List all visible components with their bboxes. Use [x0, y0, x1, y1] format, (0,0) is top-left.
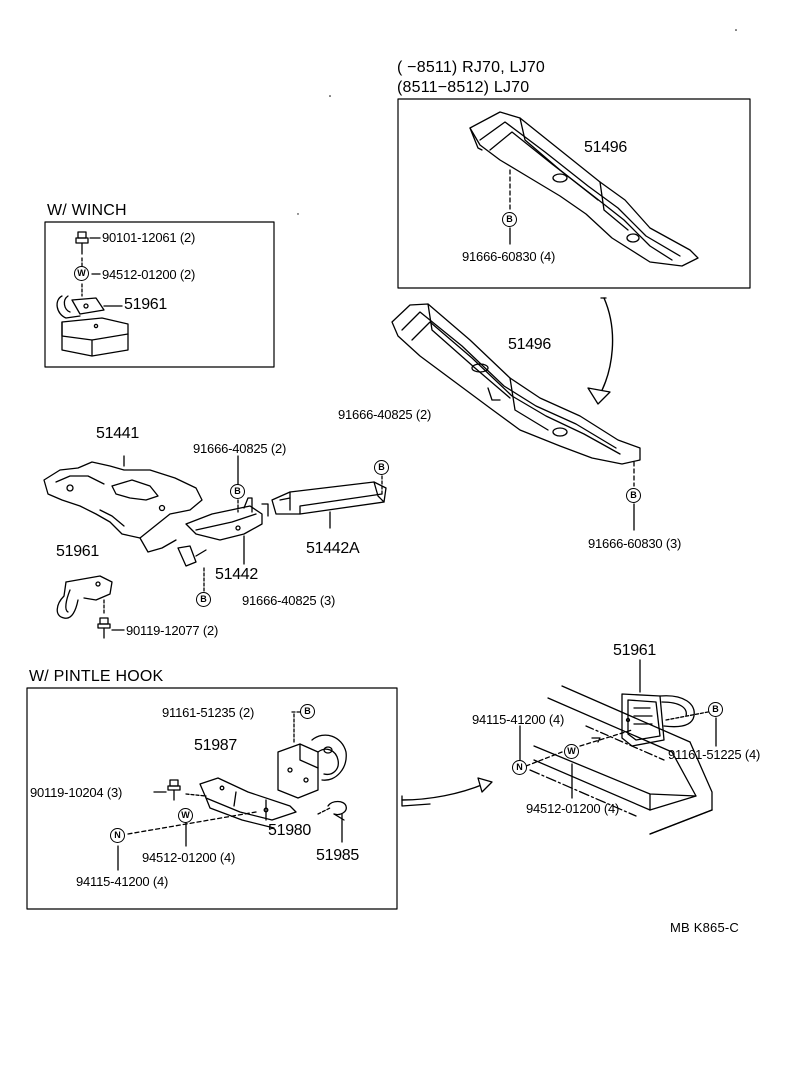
washer-symbol: W [564, 744, 579, 759]
box-pintle-hook [26, 687, 398, 910]
bolt-symbol: B [626, 488, 641, 503]
header-winch: W/ WINCH [47, 202, 127, 219]
leader-dash [579, 729, 633, 747]
header-top-variant-line2: (8511−8512) LJ70 [397, 79, 530, 96]
part-label-51980: 51980 [268, 822, 311, 839]
part-label-51961-winch: 51961 [124, 296, 167, 313]
part-label-91666-40825-3: 91666-40825 (3) [242, 593, 336, 608]
part-label-51961-right: 51961 [613, 642, 656, 659]
part-label-94512-01200-4a: 94512-01200 (4) [142, 850, 236, 865]
header-pintle-hook: W/ PINTLE HOOK [29, 668, 164, 685]
bolt-symbol: B [230, 484, 245, 499]
part-label-91666-40825-b: 91666-40825 (2) [338, 407, 432, 422]
part-label-51985: 51985 [316, 847, 359, 864]
box-top-variant [397, 98, 751, 289]
part-label-91666-60830-3: 91666-60830 (3) [588, 536, 682, 551]
leader-dash [525, 751, 563, 767]
bracket-51441 [43, 455, 203, 553]
part-label-94512-01200-4b: 94512-01200 (4) [526, 801, 620, 816]
bolt-symbol: B [374, 460, 389, 475]
part-label-91666-60830-4: 91666-60830 (4) [462, 249, 556, 264]
bolt-symbol: B [502, 212, 517, 227]
bracket-51442a [271, 481, 387, 515]
bolt-symbol: B [300, 704, 315, 719]
bolt-symbol: B [708, 702, 723, 717]
part-label-51496-main: 51496 [508, 336, 551, 353]
pintle-hook-parts [117, 711, 347, 871]
part-label-91161-51235: 91161-51235 (2) [162, 705, 255, 720]
tow-hook-51961-right [621, 659, 709, 747]
arrow-variant-head [587, 387, 611, 405]
part-label-51442: 51442 [215, 566, 258, 583]
part-label-91161-51225: 91161-51225 (4) [668, 747, 761, 762]
tow-hook-51961 [56, 575, 125, 639]
nut-symbol: N [512, 760, 527, 775]
header-top-variant-line1: ( −8511) RJ70, LJ70 [397, 59, 546, 76]
part-label-51442a: 51442A [306, 540, 360, 557]
diagram-code: MB K865-C [670, 920, 739, 935]
washer-symbol: W [74, 266, 89, 281]
arrow-variant-curve [597, 297, 614, 399]
part-label-94115-41200-4a: 94115-41200 (4) [76, 874, 169, 889]
part-label-94115-41200-4b: 94115-41200 (4) [472, 712, 565, 727]
part-label-90119-10204: 90119-10204 (3) [30, 785, 123, 800]
part-label-94512-01200-2: 94512-01200 (2) [102, 267, 196, 282]
crossmember-51496-top [469, 111, 699, 267]
part-label-51441: 51441 [96, 425, 139, 442]
part-label-90101-12061: 90101-12061 (2) [102, 230, 196, 245]
part-label-90119-12077: 90119-12077 (2) [126, 623, 219, 638]
frame-detail [529, 685, 713, 835]
part-label-51987: 51987 [194, 737, 237, 754]
arrow-pintle [401, 783, 485, 801]
part-label-51496-top: 51496 [584, 139, 627, 156]
winch-parts [56, 231, 129, 357]
bracket-51442 [177, 497, 269, 567]
stud-mark [591, 737, 601, 743]
nut-symbol: N [110, 828, 125, 843]
arrow-pintle-head [477, 777, 493, 793]
part-label-91666-40825-a: 91666-40825 (2) [193, 441, 287, 456]
arrow-pintle-tail [401, 795, 431, 807]
part-label-51961-mid: 51961 [56, 543, 99, 560]
crossmember-51496-main [391, 303, 641, 465]
box-winch [44, 221, 275, 368]
washer-symbol: W [178, 808, 193, 823]
bolt-symbol: B [196, 592, 211, 607]
